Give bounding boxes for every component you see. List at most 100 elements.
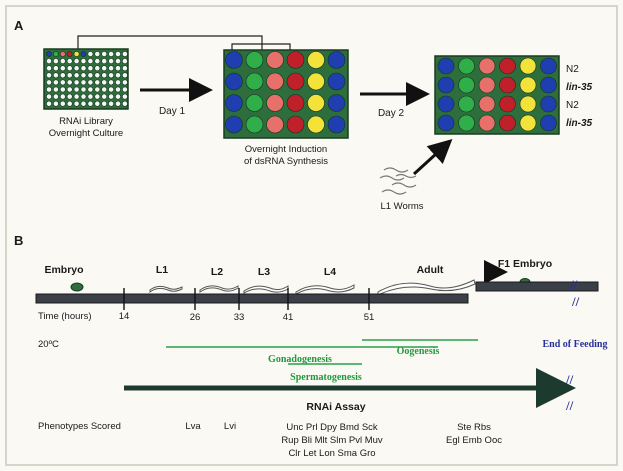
plate-well [46,101,51,106]
plate-well [53,80,58,85]
plate-well [109,87,114,92]
plate-well [67,66,72,71]
plate-well [74,101,79,106]
plate-well [308,116,325,133]
plate-well [226,52,243,69]
plate-well [541,96,557,112]
plate-well [438,58,454,74]
worms-label: L1 Worms [380,201,423,212]
plate-well [541,115,557,131]
plate-well [115,101,120,106]
break-mark-4: // [565,398,574,413]
plate-well [95,66,100,71]
plate-well [328,116,345,133]
row-label-1: N2 [566,64,579,75]
plate-well [67,87,72,92]
plate-well [67,94,72,99]
plate-well [60,51,65,56]
stage-embryo: Embryo [44,264,83,276]
plate-well [246,95,263,112]
worm-stage-glyphs [150,280,475,295]
plate-well [308,73,325,90]
plate-well [109,73,114,78]
plate-well [74,66,79,71]
plate-well [459,96,475,112]
plate-well [60,73,65,78]
plate-well [109,101,114,106]
plate-well [60,80,65,85]
plate-well [46,94,51,99]
l1-worms [380,168,416,194]
plate-well [115,59,120,64]
plate-well [102,80,107,85]
plate-well [74,80,79,85]
plate-well [88,51,93,56]
tick-label-33: 33 [234,312,245,323]
plate-well [53,101,58,106]
plate-well [459,115,475,131]
plate-well [67,73,72,78]
plate-well [95,80,100,85]
oogenesis-label: Oogenesis [397,346,440,357]
plate-well [479,96,495,112]
plate-well [115,80,120,85]
plate-well [102,101,107,106]
phenotype-group1-line2: Rup Bli Mlt Slm Pvl Muv [281,435,383,446]
plate-well [459,77,475,93]
plate-well [267,73,284,90]
plate-well [88,80,93,85]
plate-well [520,115,536,131]
plate1-caption-line2: Overnight Culture [49,128,123,139]
plate-well [438,77,454,93]
plate-well [88,59,93,64]
phenotype-group1-line1: Unc Prl Dpy Bmd Sck [286,422,378,433]
plate-well [67,51,72,56]
plate-well [74,51,79,56]
plate-well [102,59,107,64]
plate-well [46,87,51,92]
plate-well [46,73,51,78]
gonadogenesis-label: Gonadogenesis [268,354,332,365]
plate-well [287,52,304,69]
plate-well [328,73,345,90]
plate-well [479,58,495,74]
worm-arrow [414,143,448,174]
stage-l1: L1 [156,264,168,276]
plate-well [122,51,127,56]
plate-well [438,115,454,131]
plate-well [267,52,284,69]
plate-well [81,66,86,71]
embryo-icon [71,283,83,291]
plate-well [479,77,495,93]
panel-b-label: B [14,233,23,248]
plate-well [46,59,51,64]
plate-well [46,51,51,56]
plate-well [74,73,79,78]
plate2-caption-line1: Overnight Induction [245,144,327,155]
plate-well [81,87,86,92]
plate-well [81,51,86,56]
day2-label: Day 2 [378,108,405,119]
plate-well [95,101,100,106]
stage-f1-embryo: F1 Embryo [498,258,552,270]
plate-well [115,51,120,56]
plate-well [328,95,345,112]
tick-label-51: 51 [364,312,375,323]
stage-l4: L4 [324,266,336,278]
row-label-4: lin-35 [566,118,593,129]
plate-well [95,59,100,64]
plate-well [46,80,51,85]
plate-well [287,95,304,112]
plate-well [88,66,93,71]
plate-well [109,80,114,85]
tick-label-41: 41 [283,312,294,323]
plate-well [60,87,65,92]
plate-well [541,77,557,93]
plate-well [46,66,51,71]
plate-well [60,59,65,64]
plate-well [122,87,127,92]
end-of-feeding-label: End of Feeding [542,339,607,350]
plate1-caption-line1: RNAi Library [59,116,113,127]
spermatogenesis-label: Spermatogenesis [290,372,362,383]
plate-well [88,101,93,106]
